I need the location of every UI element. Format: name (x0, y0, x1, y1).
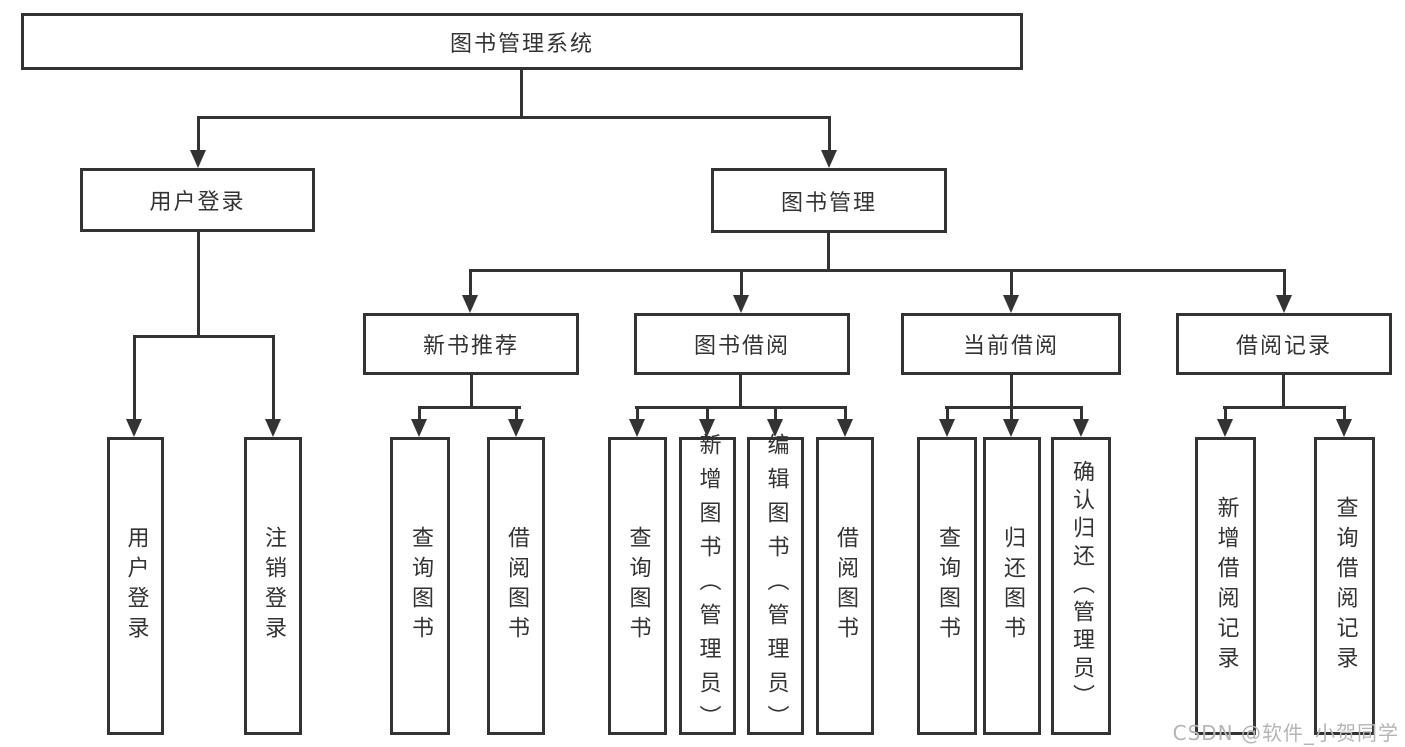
connector-stem (1080, 406, 1083, 421)
connector-stem-leaf-user-login (133, 335, 136, 421)
arrowhead-new-books (462, 295, 478, 313)
connector-stem-current-borrow (1010, 269, 1013, 297)
connector-stem (1224, 406, 1227, 421)
node-label: 当前借阅 (962, 334, 1059, 359)
node-label: 新增借阅记录 (1213, 496, 1239, 676)
arrowhead-user-login (190, 150, 206, 168)
node-label: 新增图书（管理员） (695, 433, 721, 739)
connector-newbooks-vertical (470, 373, 473, 408)
connector-newbooks-horizontal (418, 406, 521, 409)
node-label: 查询借阅记录 (1332, 496, 1358, 676)
connector-bookborrow-vertical (739, 373, 742, 408)
connector-stem (1010, 406, 1013, 421)
arrowhead-current-borrow (1003, 295, 1019, 313)
connector-stem (774, 406, 777, 421)
node-root-library-system: 图书管理系统 (21, 13, 1023, 70)
connector-stem (636, 406, 639, 421)
arrowhead (1336, 419, 1352, 437)
connector-stem (844, 406, 847, 421)
node-label: 注销登录 (261, 526, 286, 646)
node-label: 图书管理系统 (449, 31, 594, 57)
arrowhead-borrow-records (1276, 295, 1292, 313)
connector-stem (515, 406, 518, 421)
connector-userlogin-horizontal (133, 335, 275, 338)
connector-stem-new-books (469, 269, 472, 297)
connector-stem (706, 406, 709, 421)
connector-stem (1343, 406, 1346, 421)
connector-root-vertical (520, 68, 523, 119)
node-leaf-add-borrow-record: 新增借阅记录 (1195, 437, 1256, 735)
node-current-borrowing: 当前借阅 (901, 313, 1121, 375)
node-leaf-add-books-admin: 新增图书（管理员） (679, 433, 736, 739)
connector-stem-borrow-records (1283, 269, 1286, 297)
connector-stem-user-login (197, 116, 200, 154)
arrowhead (837, 419, 853, 437)
node-leaf-query-borrow-record: 查询借阅记录 (1314, 437, 1375, 735)
node-label: 用户登录 (123, 526, 149, 646)
connector-bookmgmt-horizontal (469, 269, 1285, 272)
node-leaf-edit-books-admin: 编辑图书（管理员） (747, 433, 804, 739)
node-label: 确认归还（管理员） (1069, 460, 1094, 712)
node-leaf-confirm-return-admin: 确认归还（管理员） (1051, 437, 1111, 735)
connector-currentborrow-vertical (1010, 373, 1013, 408)
node-label: 新书推荐 (422, 334, 519, 359)
connector-stem-leaf-logout (272, 335, 275, 421)
connector-stem-book-borrow (740, 269, 743, 297)
arrowhead (699, 419, 715, 437)
node-label: 归还图书 (1000, 526, 1025, 646)
node-borrow-records: 借阅记录 (1176, 313, 1392, 375)
arrowhead-leaf-user-login (126, 419, 142, 437)
node-book-management: 图书管理 (711, 168, 947, 233)
node-new-book-recommend: 新书推荐 (363, 313, 579, 375)
node-label: 借阅图书 (504, 526, 529, 646)
connector-root-horizontal (197, 116, 831, 119)
node-label: 查询图书 (625, 526, 651, 646)
connector-userlogin-vertical (197, 230, 200, 337)
arrowhead (508, 419, 524, 437)
node-leaf-borrow-books-borrowing: 借阅图书 (816, 437, 874, 735)
arrowhead (1003, 419, 1019, 437)
node-leaf-borrow-books-recommend: 借阅图书 (487, 437, 545, 735)
arrowhead-leaf-logout (265, 419, 281, 437)
connector-stem (418, 406, 421, 421)
connector-records-horizontal (1223, 406, 1346, 409)
node-label: 查询图书 (935, 526, 960, 646)
arrowhead (939, 419, 955, 437)
arrowhead-book-mgmt (821, 150, 837, 168)
connector-stem-book-mgmt (828, 116, 831, 154)
node-label: 编辑图书（管理员） (763, 433, 789, 739)
node-leaf-query-books-borrowing: 查询图书 (608, 437, 667, 735)
arrowhead (1073, 419, 1089, 437)
arrowhead (629, 419, 645, 437)
node-leaf-user-login: 用户登录 (107, 437, 164, 735)
node-label: 图书管理 (780, 190, 877, 216)
connector-stem (946, 406, 949, 421)
node-leaf-logout-login: 注销登录 (244, 437, 302, 735)
arrowhead (411, 419, 427, 437)
node-leaf-query-books-recommend: 查询图书 (390, 437, 450, 735)
node-label: 借阅图书 (833, 526, 858, 646)
arrowhead (767, 419, 783, 437)
node-label: 借阅记录 (1235, 334, 1332, 359)
node-leaf-return-books: 归还图书 (983, 437, 1041, 735)
node-label: 用户登录 (149, 190, 246, 215)
node-user-login: 用户登录 (80, 168, 315, 232)
node-leaf-query-books-current: 查询图书 (917, 437, 977, 735)
node-label: 查询图书 (408, 526, 433, 646)
connector-bookmgmt-vertical (827, 231, 830, 271)
node-book-borrowing: 图书借阅 (634, 313, 850, 375)
connector-bookborrow-horizontal (635, 406, 846, 409)
connector-currentborrow-horizontal (945, 406, 1082, 409)
arrowhead-book-borrow (733, 295, 749, 313)
arrowhead (1217, 419, 1233, 437)
node-label: 图书借阅 (693, 334, 790, 359)
connector-records-vertical (1282, 373, 1285, 408)
csdn-watermark: CSDN @软件_小贺同学 (1172, 721, 1399, 745)
